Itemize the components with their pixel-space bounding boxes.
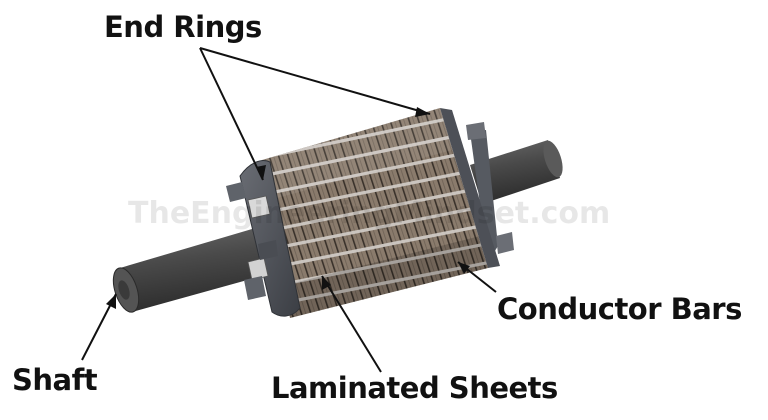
- arrowhead-conductor-bars: [458, 262, 470, 274]
- label-shaft: Shaft: [12, 363, 98, 397]
- arrowhead-shaft: [106, 294, 116, 309]
- leader-lines: [81, 47, 497, 373]
- conductor-bars: [262, 108, 488, 318]
- laminated-core: [262, 108, 500, 318]
- arrowhead-end-ring-right: [415, 107, 430, 117]
- shaft-left: [112, 226, 276, 313]
- label-end-rings: End Rings: [104, 10, 262, 44]
- arrowheads: [106, 107, 470, 309]
- arrowhead-end-ring-left: [256, 165, 266, 180]
- arrowhead-laminated-sheets: [322, 276, 331, 290]
- end-ring-left: [226, 160, 301, 317]
- shaft-right: [470, 140, 563, 204]
- label-laminated-sheets: Laminated Sheets: [271, 371, 558, 405]
- label-conductor-bars: Conductor Bars: [497, 292, 742, 326]
- watermark: TheEngineeringMindset.com: [128, 196, 611, 231]
- end-ring-right: [466, 122, 514, 262]
